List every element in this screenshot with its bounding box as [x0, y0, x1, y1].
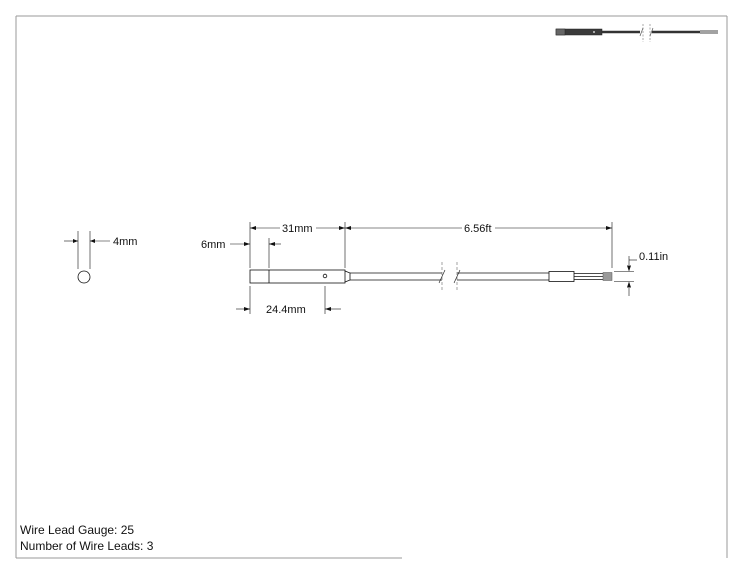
tip-length-arrows	[244, 242, 275, 246]
cable-break-marks	[438, 262, 461, 292]
end-view	[64, 231, 110, 284]
top-dimension-arrows	[250, 226, 612, 230]
sensor-body	[249, 269, 346, 284]
wire-leads-note: Number of Wire Leads: 3	[20, 539, 154, 553]
sensor-length-label: 31mm	[282, 223, 313, 235]
top-dimensions	[249, 222, 613, 268]
cable-length-label: 6.56ft	[464, 223, 492, 235]
body-length-arrows	[244, 307, 331, 311]
lead-spacing-label: 0.11in	[639, 251, 668, 263]
diameter-dimension-label: 4mm	[113, 236, 137, 248]
sheet-frame	[15, 15, 728, 559]
lead-spacing-arrows	[627, 265, 631, 288]
body-length-label: 24.4mm	[266, 304, 306, 316]
lead-spacing-dimension	[614, 256, 637, 296]
end-view-circle	[77, 270, 91, 284]
tip-length-label: 6mm	[201, 239, 225, 251]
sensor-hole	[322, 273, 328, 279]
wire-gauge-note: Wire Lead Gauge: 25	[20, 523, 135, 537]
sensor-side-view	[249, 269, 613, 284]
tip-length-dimension	[230, 238, 281, 268]
drawing-notes: Wire Lead Gauge: 25 Number of Wire Leads…	[20, 522, 153, 554]
thumbnail-preview	[555, 24, 718, 42]
